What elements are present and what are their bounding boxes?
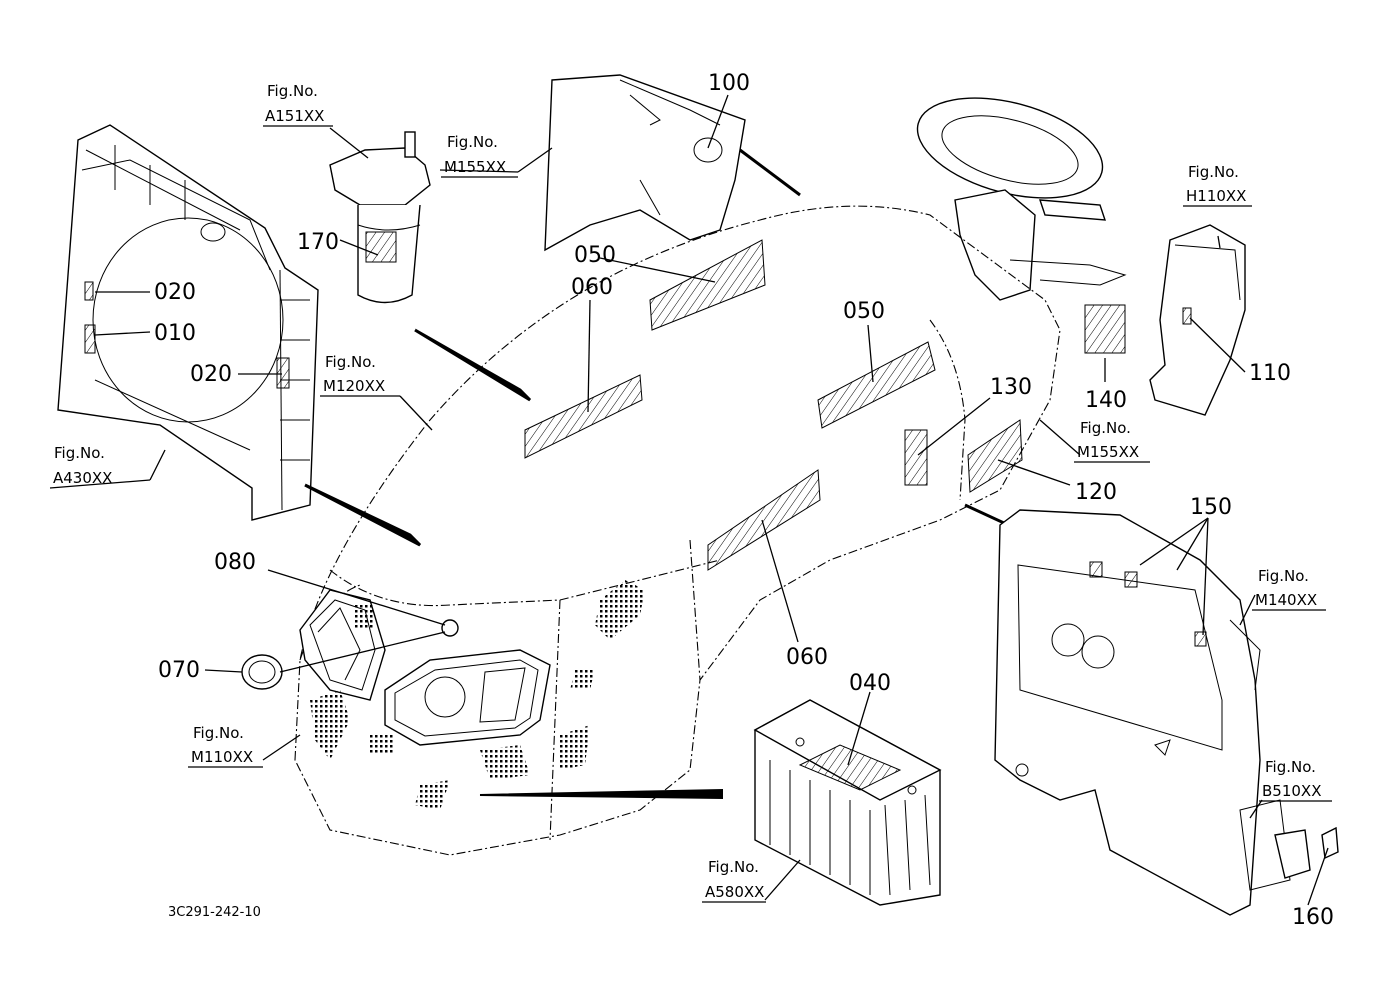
drawing-code: 3C291-242-10 — [168, 905, 261, 920]
fig-ref-h110: Fig.No. H110XX — [1183, 163, 1252, 207]
svg-text:A430XX: A430XX — [53, 469, 112, 487]
hood-decals — [241, 239, 1126, 690]
fig-ref-a430: Fig.No. A430XX — [49, 444, 151, 489]
svg-text:M110XX: M110XX — [191, 748, 253, 766]
fig-ref-a151: Fig.No. A151XX — [263, 82, 333, 127]
fig-ref-m110: Fig.No. M110XX — [188, 724, 263, 768]
svg-text:M155XX: M155XX — [444, 158, 506, 176]
rear-cover-panel — [544, 74, 746, 252]
fuel-filter — [329, 131, 431, 304]
fig-ref-a580: Fig.No. A580XX — [702, 858, 766, 903]
svg-text:M120XX: M120XX — [323, 377, 385, 395]
svg-text:M140XX: M140XX — [1255, 591, 1317, 609]
svg-text:Fig.No.: Fig.No. — [193, 724, 244, 742]
svg-text:H110XX: H110XX — [1186, 187, 1246, 205]
callout-020-upper: 020 — [154, 280, 196, 305]
svg-text:A151XX: A151XX — [265, 107, 324, 125]
callout-170: 170 — [297, 230, 339, 255]
callout-020-lower: 020 — [190, 362, 232, 387]
front-grille — [299, 589, 551, 746]
battery — [753, 699, 942, 906]
callout-120: 120 — [1075, 480, 1117, 505]
svg-text:Fig.No.: Fig.No. — [1258, 567, 1309, 585]
fig-ref-m140: Fig.No. M140XX — [1252, 567, 1326, 611]
svg-text:Fig.No.: Fig.No. — [1265, 758, 1316, 776]
leader-arrows — [304, 148, 1031, 800]
steering-wheel — [916, 97, 1127, 301]
callout-060-upper: 060 — [571, 275, 613, 300]
callout-leaders — [94, 94, 1329, 906]
callout-160: 160 — [1292, 905, 1334, 930]
svg-text:M155XX: M155XX — [1077, 443, 1139, 461]
callout-010: 010 — [154, 321, 196, 346]
fig-ref-m155-top: Fig.No. M155XX — [441, 133, 518, 178]
fig-ref-m155-right: Fig.No. M155XX — [1074, 419, 1150, 463]
callout-050-upper: 050 — [574, 243, 616, 268]
callout-labels: 010 020 020 170 100 050 060 050 130 140 … — [154, 71, 1334, 930]
callout-150: 150 — [1190, 495, 1232, 520]
callout-070: 070 — [158, 658, 200, 683]
svg-text:Fig.No.: Fig.No. — [708, 858, 759, 876]
hood-texture — [310, 580, 645, 810]
figure-references: Fig.No. A151XX Fig.No. M155XX Fig.No. H1… — [49, 82, 1332, 903]
fig-ref-m120: Fig.No. M120XX — [320, 353, 400, 397]
svg-text:Fig.No.: Fig.No. — [267, 82, 318, 100]
svg-text:Fig.No.: Fig.No. — [1080, 419, 1131, 437]
svg-text:Fig.No.: Fig.No. — [447, 133, 498, 151]
svg-text:A580XX: A580XX — [705, 883, 764, 901]
svg-text:Fig.No.: Fig.No. — [1188, 163, 1239, 181]
callout-060-lower: 060 — [786, 645, 828, 670]
callout-140: 140 — [1085, 388, 1127, 413]
side-cover — [1149, 224, 1246, 416]
rear-frame-panel — [994, 509, 1339, 916]
callout-080: 080 — [214, 550, 256, 575]
callout-100: 100 — [708, 71, 750, 96]
callout-110: 110 — [1249, 361, 1291, 386]
svg-text:Fig.No.: Fig.No. — [54, 444, 105, 462]
callout-050-right: 050 — [843, 299, 885, 324]
fig-ref-b510: Fig.No. B510XX — [1259, 758, 1332, 802]
svg-text:Fig.No.: Fig.No. — [325, 353, 376, 371]
callout-040: 040 — [849, 671, 891, 696]
svg-text:B510XX: B510XX — [1262, 782, 1321, 800]
radiator-shroud — [57, 124, 319, 521]
callout-130: 130 — [990, 375, 1032, 400]
